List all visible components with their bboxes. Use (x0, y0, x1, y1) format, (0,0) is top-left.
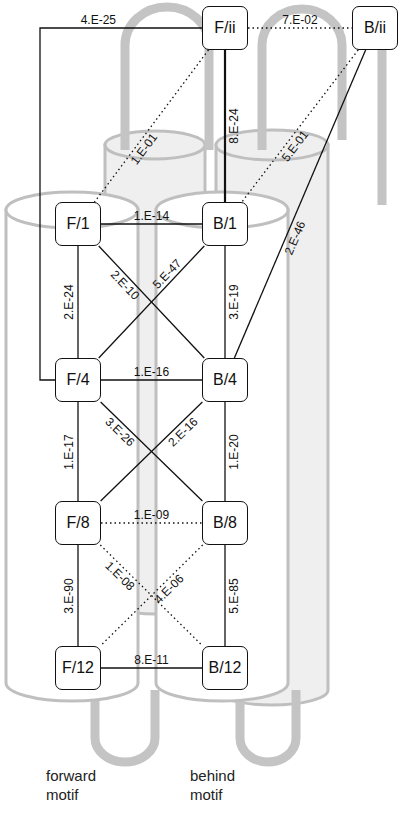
motif-label: forward motif (46, 766, 110, 804)
evalue-label: 8.E-24 (228, 108, 240, 143)
box-label: F/4 (66, 371, 89, 389)
box-label: F/8 (66, 514, 89, 532)
evalue-label: 4.E-25 (81, 14, 116, 26)
motif-box: B/4 (202, 358, 248, 402)
motif-box: B/12 (202, 646, 248, 690)
evalue-label: 1.E-16 (134, 366, 169, 378)
solid-connector (77, 402, 78, 501)
loop-tube (378, 45, 387, 205)
solid-connector (99, 246, 205, 358)
box-label: F/1 (66, 215, 89, 233)
evalue-label: 7.E-02 (282, 14, 317, 26)
evalue-label: 1.E-09 (134, 509, 169, 521)
solid-connector (224, 545, 225, 646)
evalue-label: 1.E-20 (228, 434, 240, 469)
dotted-connector (248, 27, 352, 28)
dotted-connector (95, 50, 209, 202)
box-label: F/12 (62, 659, 94, 677)
helix-cylinder (156, 210, 288, 701)
evalue-label: 2.E-24 (63, 284, 75, 319)
box-label: B/4 (213, 371, 237, 389)
dotted-connector (100, 545, 202, 646)
solid-connector (77, 545, 78, 646)
motif-box: F/8 (55, 501, 101, 545)
box-label: B/8 (213, 514, 237, 532)
solid-connector (40, 28, 202, 380)
evalue-label: 5.E-85 (228, 578, 240, 613)
motif-box: B/ii (352, 6, 398, 50)
evalue-label: 8.E-11 (134, 654, 168, 666)
solid-connector (224, 50, 226, 202)
motif-box: F/1 (55, 202, 101, 246)
solid-connector (77, 246, 78, 358)
loop-tube (95, 690, 155, 762)
evalue-label: 3.E-90 (63, 578, 75, 613)
solid-connector (101, 667, 202, 668)
motif-box: F/4 (55, 358, 101, 402)
motif-box: B/1 (202, 202, 248, 246)
dotted-connector (101, 522, 202, 523)
solid-connector (101, 402, 203, 501)
motif-label: behind motif (190, 766, 254, 804)
box-label: B/ii (364, 19, 386, 37)
solid-connector (234, 50, 365, 358)
solid-connector (99, 246, 205, 358)
solid-connector (224, 402, 225, 501)
solid-connector (224, 246, 225, 358)
box-label: F/ii (214, 19, 235, 37)
solid-connector (101, 223, 202, 224)
motif-box: B/8 (202, 501, 248, 545)
motif-box: F/ii (202, 6, 248, 50)
solid-connector (101, 379, 202, 380)
dotted-connector (100, 545, 202, 646)
solid-connector (101, 402, 203, 501)
front-helices (6, 192, 288, 701)
evalue-label: 3.E-19 (228, 284, 240, 319)
motif-box: F/12 (55, 646, 101, 690)
box-label: B/1 (213, 215, 237, 233)
evalue-label: 1.E-17 (63, 434, 75, 469)
box-label: B/12 (209, 659, 242, 677)
dotted-connector (242, 50, 358, 202)
evalue-label: 1.E-14 (134, 210, 169, 222)
